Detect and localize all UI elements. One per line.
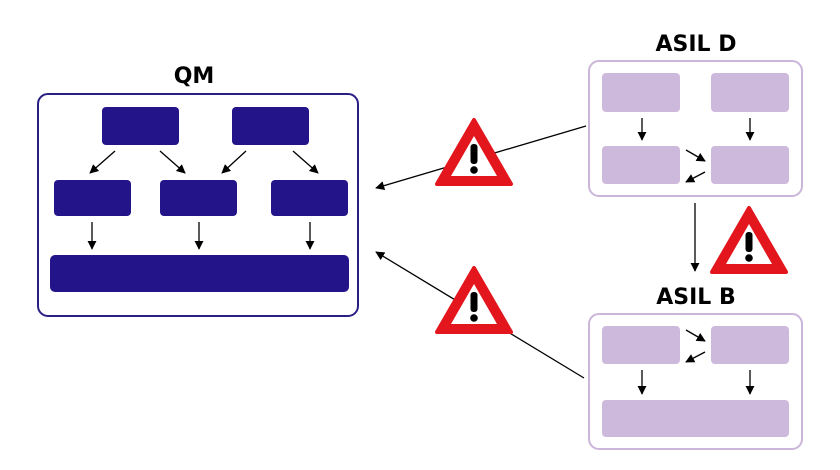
asil-d-arrows	[637, 118, 755, 183]
warning-triangle-icon	[710, 206, 788, 274]
qm-block-top-right	[232, 107, 309, 145]
qm-arrow-3	[221, 150, 247, 174]
asil-b-title: ASIL B	[656, 285, 736, 310]
asil-b-block-bottom-bar	[602, 400, 789, 437]
asil-b-arrow-2	[685, 351, 706, 363]
asil-d-block-top-left	[602, 73, 680, 112]
asil-d-block-bottom-left	[602, 146, 680, 184]
asil-b-block-top-left	[602, 326, 680, 364]
warning-triangle-icon	[435, 266, 513, 334]
qm-block-middle-left	[54, 180, 131, 216]
qm-block-top-left	[102, 107, 179, 145]
asil-b-arrow-1	[685, 329, 706, 342]
qm-block-middle-center	[160, 180, 237, 216]
qm-arrow-4	[292, 150, 319, 174]
qm-arrows	[87, 150, 319, 250]
asil-b-block-top-right	[711, 326, 789, 364]
asil-d-block-bottom-right	[711, 146, 789, 184]
qm-block-bottom-bar	[50, 255, 349, 292]
qm-arrow-1	[89, 150, 116, 174]
qm-arrow-2	[159, 150, 186, 174]
asil-d-title: ASIL D	[656, 32, 737, 57]
qm-block-middle-right	[271, 180, 348, 216]
warning-triangle-icon	[435, 118, 513, 186]
asil-d-arrow-4	[685, 171, 706, 183]
qm-title: QM	[174, 64, 215, 89]
asil-b-arrows	[637, 329, 755, 395]
asil-d-block-top-right	[711, 73, 789, 112]
asil-d-arrow-3	[685, 149, 706, 162]
